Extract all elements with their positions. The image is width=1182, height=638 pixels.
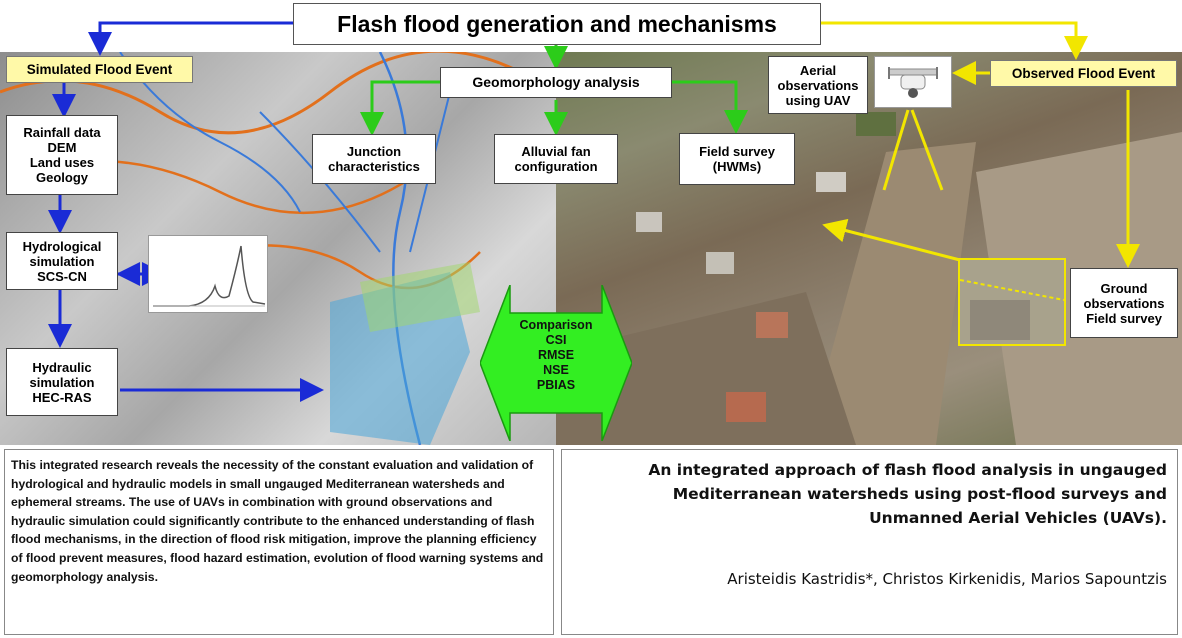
alluvial-line-2: configuration — [514, 159, 598, 174]
paper-authors: Aristeidis Kastridis*, Christos Kirkenid… — [727, 570, 1167, 588]
input-geology: Geology — [35, 170, 88, 185]
alluvial-fan-box: Alluvial fan configuration — [494, 134, 618, 184]
hydraulic-line-1: Hydraulic — [32, 359, 92, 375]
metric-pbias: PBIAS — [536, 378, 576, 392]
metric-rmse: RMSE — [537, 348, 575, 362]
paper-info-panel: An integrated approach of flash flood an… — [561, 449, 1178, 635]
drone-icon — [874, 56, 952, 108]
metric-nse: NSE — [543, 363, 569, 377]
input-dem: DEM — [47, 140, 77, 155]
geomorphology-analysis-box: Geomorphology analysis — [440, 67, 672, 98]
research-summary-text: This integrated research reveals the nec… — [11, 458, 544, 584]
metric-csi: CSI — [545, 333, 567, 347]
hydraulic-line-2: simulation — [29, 374, 95, 390]
input-data-box: Rainfall data DEM Land uses Geology — [6, 115, 118, 195]
ground-photo-inset — [958, 258, 1066, 346]
aerial-line-1: Aerial — [799, 62, 837, 78]
field-survey-line-1: Field survey — [699, 144, 775, 159]
aerial-flood-photo — [556, 52, 1182, 445]
observed-flood-event-label: Observed Flood Event — [990, 60, 1177, 87]
aerial-line-3: using UAV — [785, 92, 851, 108]
terrain-streams — [0, 52, 521, 445]
hydrograph-thumbnail — [148, 235, 268, 313]
hydrograph-curve — [153, 245, 266, 307]
hydraulic-line-3: HEC-RAS — [32, 389, 92, 405]
comparison-double-arrow — [480, 285, 632, 441]
aerial-uav-box: Aerial observations using UAV — [768, 56, 868, 114]
comparison-heading: Comparison — [519, 318, 593, 332]
aerial-line-2: observations — [777, 77, 859, 93]
ground-line-2: observations — [1083, 295, 1165, 311]
input-land-uses: Land uses — [29, 155, 95, 170]
hydrological-simulation-box: Hydrological simulation SCS-CN — [6, 232, 118, 290]
hydraulic-simulation-box: Hydraulic simulation HEC-RAS — [6, 348, 118, 416]
ground-line-1: Ground — [1100, 280, 1148, 296]
research-summary-panel: This integrated research reveals the nec… — [4, 449, 554, 635]
junction-line-1: Junction — [346, 144, 402, 159]
hydrological-line-1: Hydrological — [22, 238, 102, 254]
junction-characteristics-box: Junction characteristics — [312, 134, 436, 184]
ground-line-3: Field survey — [1086, 310, 1162, 326]
junction-line-2: characteristics — [328, 159, 420, 174]
paper-title: An integrated approach of flash flood an… — [572, 458, 1167, 530]
input-rainfall: Rainfall data — [23, 125, 101, 140]
alluvial-line-1: Alluvial fan — [521, 144, 591, 159]
field-survey-hwm-box: Field survey (HWMs) — [679, 133, 795, 185]
paper-title-line-1: An integrated approach of flash flood an… — [648, 461, 1167, 479]
simulated-flood-event-label: Simulated Flood Event — [6, 56, 193, 83]
hydrological-line-2: simulation — [29, 253, 95, 269]
paper-title-line-3: Unmanned Aerial Vehicles (UAVs). — [869, 509, 1167, 527]
diagram-title: Flash flood generation and mechanisms — [293, 3, 821, 45]
comparison-metrics: Comparison CSI RMSE NSE PBIAS — [510, 318, 602, 393]
field-survey-line-2: (HWMs) — [712, 159, 762, 174]
hydrological-line-3: SCS-CN — [37, 268, 87, 284]
ground-observations-box: Ground observations Field survey — [1070, 268, 1178, 338]
paper-title-line-2: Mediterranean watersheds using post-floo… — [672, 485, 1167, 503]
